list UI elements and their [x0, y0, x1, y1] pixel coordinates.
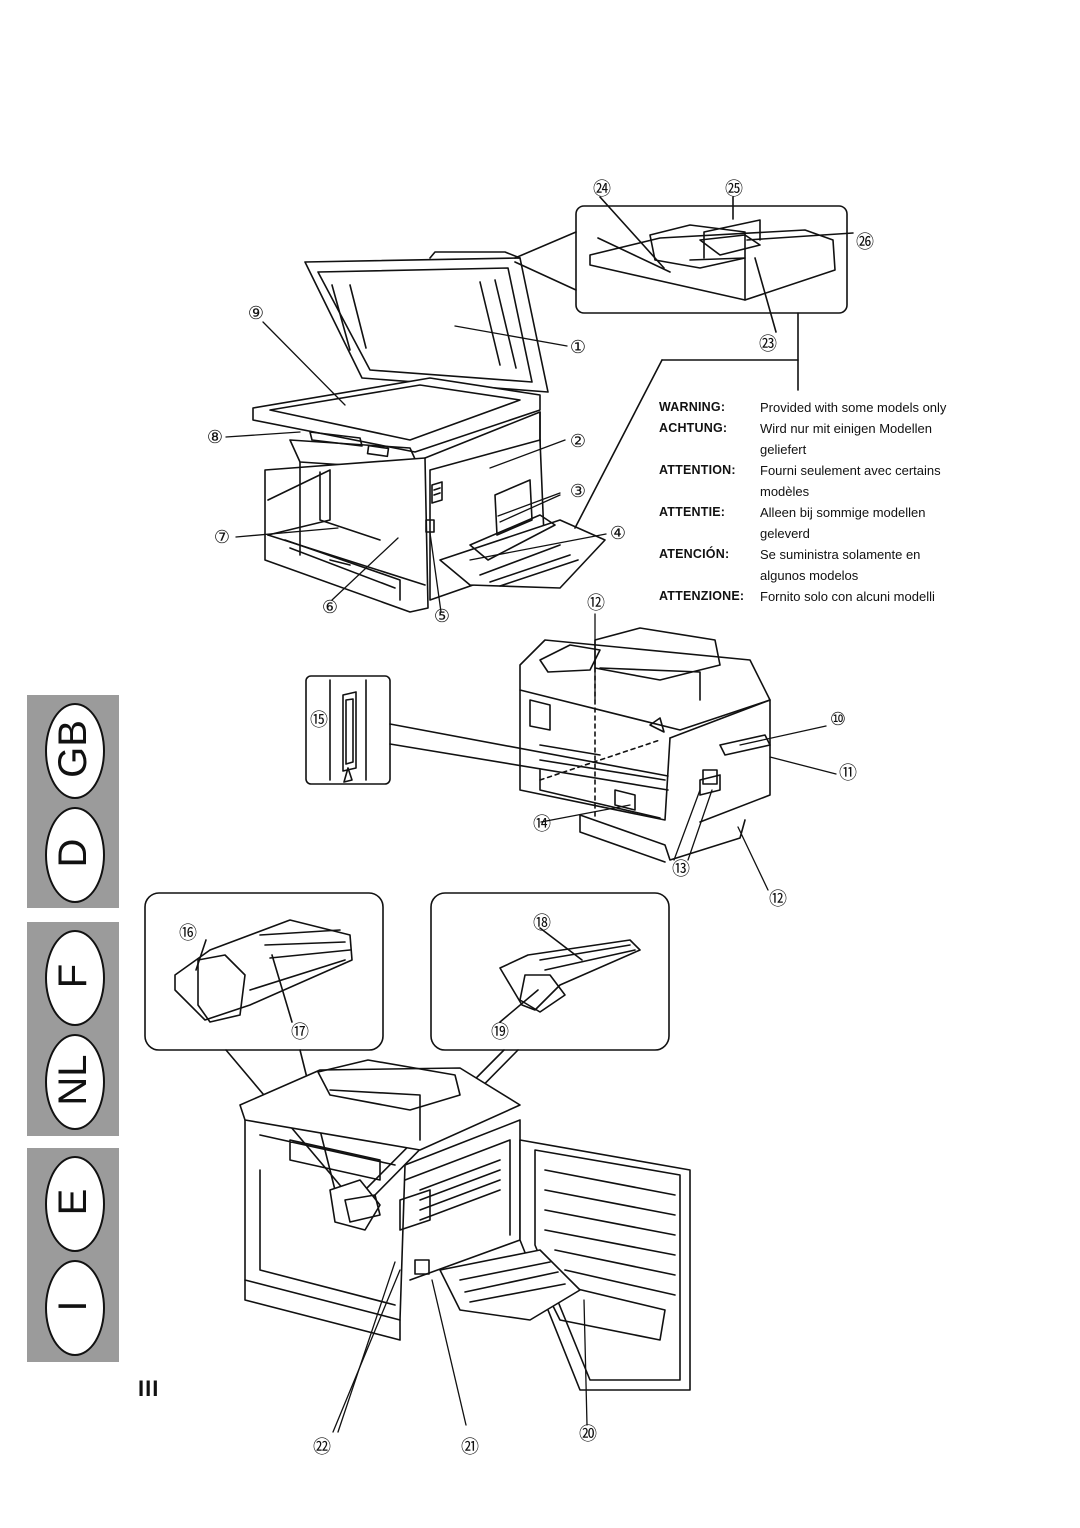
note-label: ATENCIÓN:: [659, 547, 730, 561]
note-row: ATTENZIONE: Fornito solo con alcuni model…: [659, 586, 946, 607]
callout-7: ⑦: [213, 527, 231, 548]
main-copier-drawing: [252, 251, 606, 613]
callout-26: ㉖: [856, 232, 874, 253]
leader-lines-main: [225, 321, 607, 613]
callout-4: ④: [609, 523, 627, 544]
callout-1: ①: [569, 337, 587, 358]
oval-nl: [45, 1034, 105, 1130]
page-number: III: [138, 1376, 160, 1401]
note-label: ATTENTIE:: [659, 505, 726, 519]
callout-16: ⑯: [179, 923, 197, 944]
note-row: ACHTUNG: Wird nur mit einigen Modellen: [659, 418, 946, 439]
note-label: [659, 439, 760, 460]
note-row: geliefert: [659, 439, 946, 460]
oval-i: [45, 1260, 105, 1356]
note-row: WARNING: Provided with some models only: [659, 397, 946, 418]
language-tab-f-nl: F NL: [27, 922, 119, 1136]
note-text: algunos modelos: [760, 568, 859, 583]
note-text: Fornito solo con alcuni modelli: [760, 589, 935, 604]
note-text: Fourni seulement avec certains: [760, 463, 941, 478]
note-row: algunos modelos: [659, 565, 946, 586]
drum-cartridge-inset: [359, 892, 670, 1201]
note-text: Se suministra solamente en: [760, 547, 921, 562]
note-text: modèles: [760, 484, 810, 499]
note-label: [659, 523, 760, 544]
callout-20: ⑳: [579, 1424, 597, 1445]
note-text: Wird nur mit einigen Modellen: [760, 421, 932, 436]
oval-f: [45, 930, 105, 1026]
callout-14: ⑭: [533, 814, 551, 835]
callout-8: ⑧: [206, 427, 224, 448]
oval-d: [45, 807, 105, 903]
note-label: WARNING:: [659, 400, 726, 414]
leader-lines-open: [332, 1261, 588, 1433]
note-text: geliefert: [760, 442, 807, 457]
note-label: [659, 481, 760, 502]
callout-6: ⑥: [321, 597, 339, 618]
note-label: ATTENTION:: [659, 463, 736, 477]
callout-17: ⑰: [291, 1022, 309, 1043]
language-tab-e-i: E I: [27, 1148, 119, 1362]
note-row: ATTENTION: Fourni seulement avec certains: [659, 460, 946, 481]
callout-15: ⑮: [310, 710, 328, 731]
callout-5: ⑤: [433, 606, 451, 627]
note-label: [659, 565, 760, 586]
language-tab-gb-d: GB D: [27, 695, 119, 908]
callout-12-top: ⑫: [587, 593, 605, 614]
oval-e: [45, 1156, 105, 1252]
note-row: geleverd: [659, 523, 946, 544]
callout-13: ⑬: [672, 859, 690, 880]
note-label: ACHTUNG:: [659, 421, 728, 435]
note-text: Provided with some models only: [760, 400, 947, 415]
callout-2: ②: [569, 431, 587, 452]
callout-10: ⑩: [829, 709, 847, 730]
callout-3: ③: [569, 481, 587, 502]
callout-24: ㉔: [593, 179, 611, 200]
leader-lines-rear: [540, 613, 837, 891]
note-label: ATTENZIONE:: [659, 589, 745, 603]
note-text: Alleen bij sommige modellen: [760, 505, 926, 520]
note-text: geleverd: [760, 526, 810, 541]
open-copier-drawing: [239, 1059, 691, 1391]
callout-25: ㉕: [725, 179, 743, 200]
oval-gb: [45, 703, 105, 799]
callout-9: ⑨: [247, 303, 265, 324]
note-row: ATTENTIE: Alleen bij sommige modellen: [659, 502, 946, 523]
callout-12-bottom: ⑫: [769, 889, 787, 910]
toner-cartridge-inset: [144, 892, 384, 1204]
callout-18: ⑱: [533, 913, 551, 934]
note-row: ATENCIÓN: Se suministra solamente en: [659, 544, 946, 565]
callout-21: ㉑: [461, 1437, 479, 1458]
rear-view-copier: [519, 627, 771, 863]
document-feeder-inset: [514, 196, 854, 529]
callout-19: ⑲: [491, 1022, 509, 1043]
interface-connector-inset: [305, 675, 669, 791]
callout-23: ㉓: [759, 334, 777, 355]
callout-22: ㉒: [313, 1437, 331, 1458]
callout-11: ⑪: [839, 763, 857, 784]
note-row: modèles: [659, 481, 946, 502]
availability-note: WARNING: Provided with some models only A…: [659, 397, 946, 607]
